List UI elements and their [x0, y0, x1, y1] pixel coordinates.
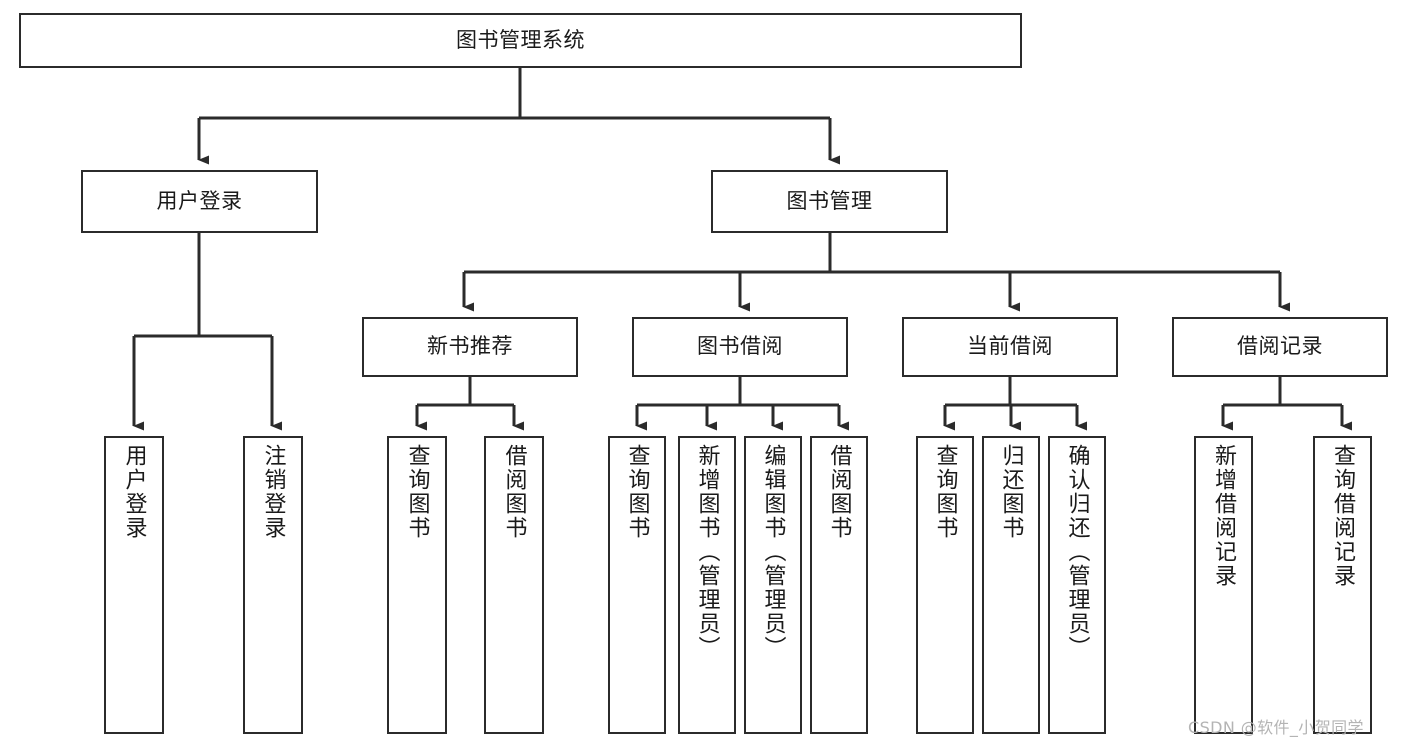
node-current-borrow-label: 当前借阅: [967, 334, 1053, 359]
node-leaf-add-borrow-record-label: 新增借阅记录: [1211, 444, 1237, 588]
node-leaf-add-book-label: 新增图书（管理员）: [694, 444, 720, 660]
node-leaf-edit-book[interactable]: 编辑图书（管理员）: [744, 436, 802, 734]
node-leaf-return-book[interactable]: 归还图书: [982, 436, 1040, 734]
node-leaf-confirm-return[interactable]: 确认归还（管理员）: [1048, 436, 1106, 734]
node-book-borrow[interactable]: 图书借阅: [632, 317, 848, 377]
node-leaf-logout-label: 注销登录: [260, 444, 286, 540]
node-leaf-query-book-2[interactable]: 查询图书: [608, 436, 666, 734]
node-leaf-user-login[interactable]: 用户登录: [104, 436, 164, 734]
node-book-manage[interactable]: 图书管理: [711, 170, 948, 233]
node-leaf-user-login-label: 用户登录: [121, 444, 147, 540]
node-leaf-query-borrow-record[interactable]: 查询借阅记录: [1313, 436, 1372, 734]
node-leaf-query-book-1-label: 查询图书: [404, 444, 430, 540]
node-leaf-query-book-2-label: 查询图书: [624, 444, 650, 540]
node-leaf-query-book-3[interactable]: 查询图书: [916, 436, 974, 734]
node-root-label: 图书管理系统: [456, 27, 585, 52]
node-leaf-query-book-3-label: 查询图书: [932, 444, 958, 540]
node-book-borrow-label: 图书借阅: [697, 334, 783, 359]
node-new-book-recommend[interactable]: 新书推荐: [362, 317, 578, 377]
node-leaf-borrow-book-2-label: 借阅图书: [826, 444, 852, 540]
node-leaf-query-book-1[interactable]: 查询图书: [387, 436, 447, 734]
node-user-login[interactable]: 用户登录: [81, 170, 318, 233]
node-new-book-recommend-label: 新书推荐: [427, 334, 513, 359]
node-root[interactable]: 图书管理系统: [19, 13, 1022, 68]
node-borrow-record-label: 借阅记录: [1237, 334, 1323, 359]
node-user-login-label: 用户登录: [156, 188, 243, 213]
node-leaf-add-borrow-record[interactable]: 新增借阅记录: [1194, 436, 1253, 734]
node-book-manage-label: 图书管理: [786, 188, 873, 213]
node-leaf-edit-book-label: 编辑图书（管理员）: [760, 444, 786, 660]
node-leaf-borrow-book-1[interactable]: 借阅图书: [484, 436, 544, 734]
node-leaf-return-book-label: 归还图书: [998, 444, 1024, 540]
node-leaf-borrow-book-1-label: 借阅图书: [501, 444, 527, 540]
node-leaf-query-borrow-record-label: 查询借阅记录: [1330, 444, 1356, 588]
node-leaf-add-book[interactable]: 新增图书（管理员）: [678, 436, 736, 734]
node-leaf-logout[interactable]: 注销登录: [243, 436, 303, 734]
node-leaf-confirm-return-label: 确认归还（管理员）: [1064, 444, 1090, 660]
node-borrow-record[interactable]: 借阅记录: [1172, 317, 1388, 377]
node-leaf-borrow-book-2[interactable]: 借阅图书: [810, 436, 868, 734]
node-current-borrow[interactable]: 当前借阅: [902, 317, 1118, 377]
